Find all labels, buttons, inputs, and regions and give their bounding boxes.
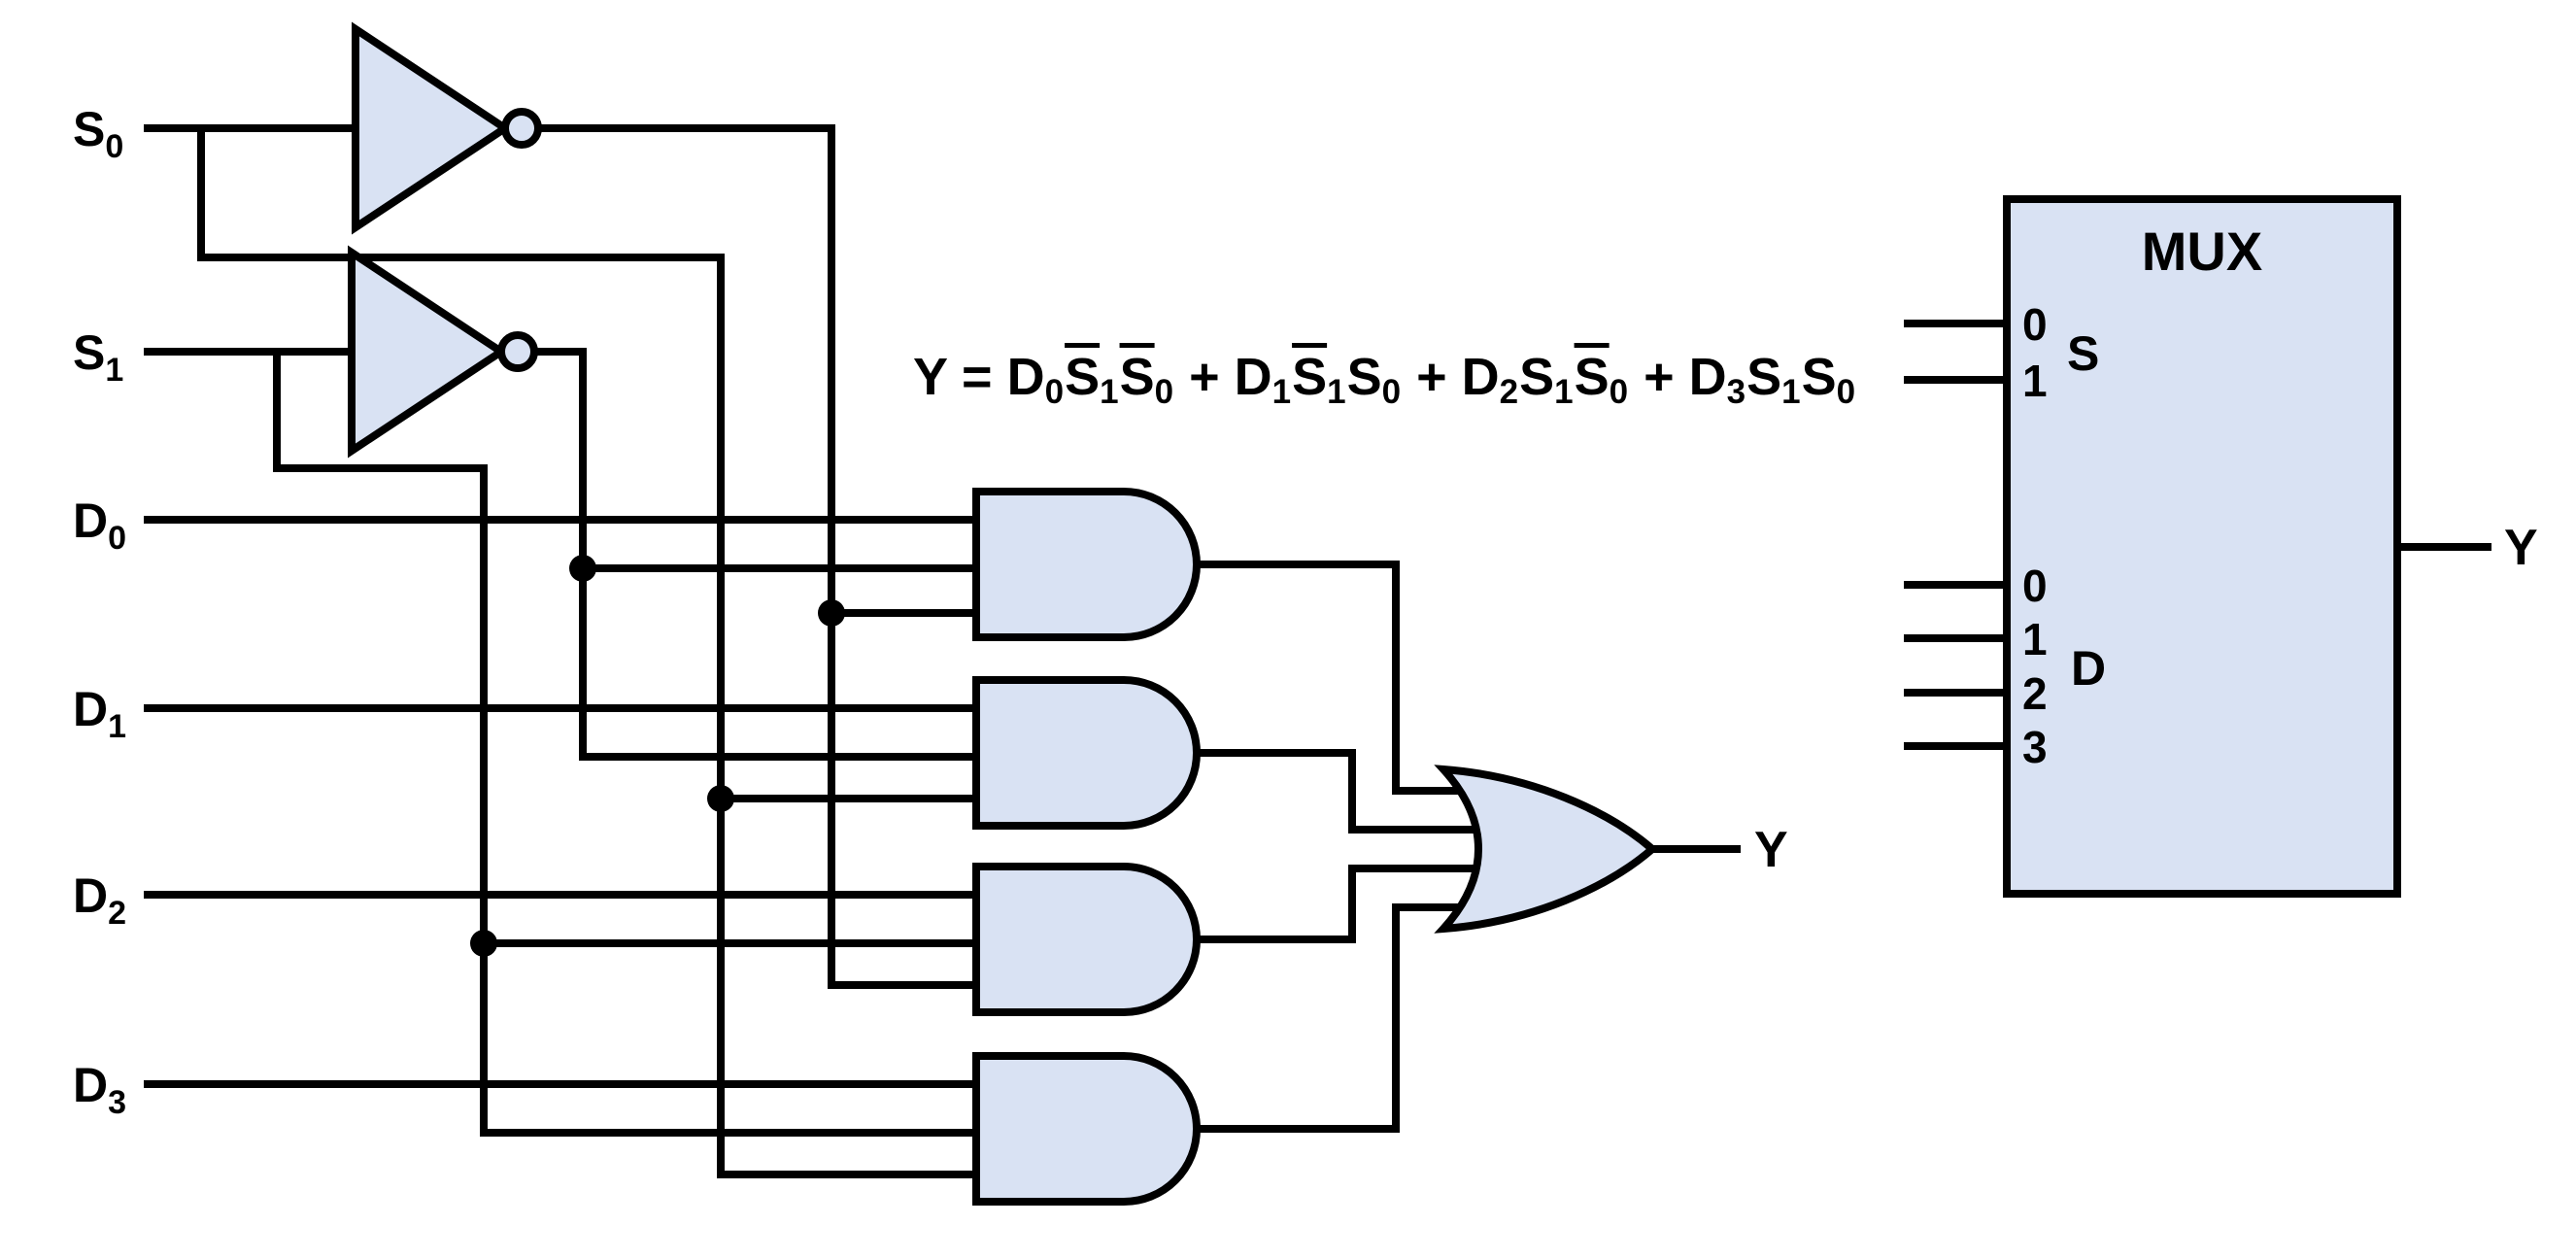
input-label-s1: S1 bbox=[73, 325, 123, 389]
equation-part: S bbox=[1065, 348, 1101, 406]
mux-title: MUX bbox=[2142, 221, 2262, 282]
mux-block bbox=[2003, 195, 2401, 898]
wire-s1not-bus bbox=[518, 348, 983, 761]
equation-part: S bbox=[1292, 348, 1328, 406]
equation-part: D bbox=[1461, 348, 1500, 406]
mux-data-group-label: D bbox=[2071, 641, 2106, 696]
or-gate bbox=[1434, 765, 1659, 934]
wire-and3-out bbox=[1197, 865, 1478, 943]
equation-part: 1 bbox=[1781, 373, 1802, 411]
junction-dot-s1not bbox=[569, 555, 596, 582]
wire-and1-out bbox=[1197, 561, 1473, 795]
input-label-d3: D3 bbox=[73, 1058, 126, 1121]
equation-part: S bbox=[1801, 348, 1837, 406]
mux-select-group-label: S bbox=[2067, 326, 2099, 381]
wire-s0-bus bbox=[197, 128, 983, 1178]
equation-part: S bbox=[1574, 348, 1610, 406]
mux-pin-d3: 3 bbox=[2022, 722, 2048, 772]
not-gate-s0-triangle bbox=[352, 21, 513, 235]
equation-part: 1 bbox=[1554, 373, 1575, 411]
equation-part: 0 bbox=[1381, 373, 1403, 411]
mux-pin-d0: 0 bbox=[2022, 561, 2048, 611]
equation-part: S bbox=[1346, 348, 1382, 406]
equation-part: 3 bbox=[1726, 373, 1747, 411]
input-label-d2: D2 bbox=[73, 868, 126, 932]
not-gate-s1-triangle bbox=[348, 245, 509, 459]
wire-and4-out bbox=[1197, 903, 1473, 1133]
mux-pin-d2: 2 bbox=[2022, 668, 2048, 719]
equation-part: 2 bbox=[1499, 373, 1520, 411]
equation-part: + bbox=[1174, 348, 1235, 406]
not-gate-s0-bubble bbox=[501, 108, 542, 149]
equation-part: S bbox=[1746, 348, 1782, 406]
wire-s1-bus bbox=[273, 352, 983, 1137]
boolean-equation: Y = D0S1S0 + D1S1S0 + D2S1S0 + D3S1S0 bbox=[913, 342, 1855, 415]
or-output-label: Y bbox=[1754, 822, 1788, 878]
mux-output-label: Y bbox=[2504, 520, 2538, 576]
and-gate-1 bbox=[972, 488, 1201, 641]
equation-part: 0 bbox=[1836, 373, 1857, 411]
equation-part: D bbox=[1006, 348, 1045, 406]
equation-part: 1 bbox=[1327, 373, 1347, 411]
equation-part: S bbox=[1519, 348, 1555, 406]
equation-part: S bbox=[1119, 348, 1155, 406]
wire-layer bbox=[144, 124, 2491, 1178]
equation-part: Y = bbox=[913, 348, 1007, 406]
and-gate-4 bbox=[972, 1052, 1201, 1206]
gate-layer bbox=[348, 21, 2401, 1206]
input-label-s0: S0 bbox=[73, 102, 123, 165]
not-gate-s0 bbox=[352, 21, 542, 235]
equation-part: 0 bbox=[1044, 373, 1066, 411]
junction-dot-s0 bbox=[707, 785, 734, 812]
and-gate-2 bbox=[972, 676, 1201, 830]
wire-s0not-bus bbox=[522, 124, 983, 989]
mux-pin-s1: 1 bbox=[2022, 356, 2048, 406]
and-gate-3 bbox=[972, 863, 1201, 1016]
junction-layer bbox=[470, 555, 845, 957]
junction-dot-s1 bbox=[470, 930, 497, 957]
equation-part: D bbox=[1234, 348, 1272, 406]
input-label-d1: D1 bbox=[73, 682, 126, 745]
equation-part: 1 bbox=[1271, 373, 1293, 411]
equation-part: + bbox=[1629, 348, 1689, 406]
not-gate-s1-bubble bbox=[497, 331, 538, 372]
mux-pin-d1: 1 bbox=[2022, 614, 2048, 664]
equation-part: 0 bbox=[1609, 373, 1630, 411]
junction-dot-s0not bbox=[818, 599, 845, 627]
mux-pin-s0: 0 bbox=[2022, 299, 2048, 350]
wire-and2-out bbox=[1197, 749, 1478, 834]
equation-part: 0 bbox=[1154, 373, 1175, 411]
not-gate-s1 bbox=[348, 245, 538, 459]
input-label-d0: D0 bbox=[73, 493, 126, 557]
equation-part: 1 bbox=[1100, 373, 1120, 411]
equation-part: D bbox=[1688, 348, 1727, 406]
equation-part: + bbox=[1402, 348, 1462, 406]
